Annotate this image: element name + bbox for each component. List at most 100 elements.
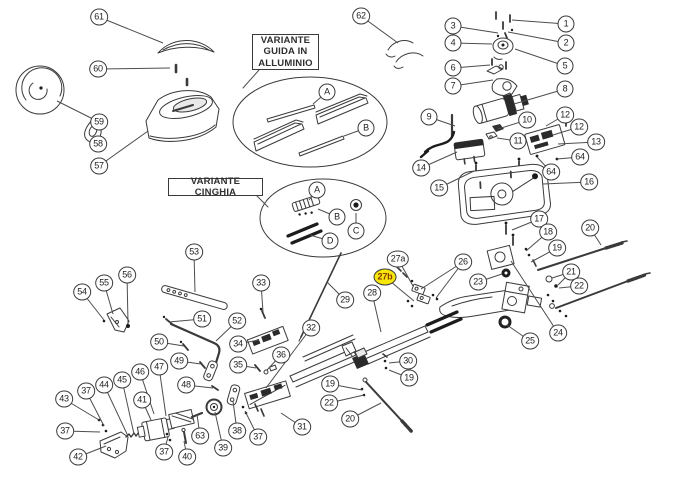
callout-23[interactable]: 23 [469, 273, 487, 291]
callout-26[interactable]: 26 [454, 253, 472, 271]
callout-64[interactable]: 64 [542, 163, 560, 181]
callout-3[interactable]: 3 [444, 17, 462, 35]
callout-45[interactable]: 45 [113, 371, 131, 389]
callout-37[interactable]: 37 [155, 443, 173, 461]
callout-20[interactable]: 20 [581, 219, 599, 237]
tension-rod-lower [555, 272, 651, 309]
callout-8[interactable]: 8 [556, 80, 574, 98]
guide-rail-right [361, 325, 431, 365]
callout-53[interactable]: 53 [185, 243, 203, 261]
callout-62[interactable]: 62 [352, 7, 370, 25]
belt-strips [425, 310, 463, 334]
callout-4[interactable]: 4 [444, 34, 462, 52]
callout-19[interactable]: 19 [400, 369, 418, 387]
callout-14[interactable]: 14 [412, 159, 430, 177]
callout-28[interactable]: 28 [363, 284, 381, 302]
clamp-parts [486, 58, 507, 75]
callout-50[interactable]: 50 [150, 333, 168, 351]
callout-9[interactable]: 9 [420, 108, 438, 126]
callout-29[interactable]: 29 [336, 291, 354, 309]
rod-washers [545, 275, 568, 318]
variant-letter-b: B [357, 119, 375, 137]
callout-43[interactable]: 43 [55, 390, 73, 408]
screw-cluster-top [495, 11, 514, 39]
callout-15[interactable]: 15 [430, 179, 448, 197]
callout-44[interactable]: 44 [95, 376, 113, 394]
cover-blade [157, 40, 215, 54]
callout-38[interactable]: 38 [228, 422, 246, 440]
callout-12[interactable]: 12 [570, 118, 588, 136]
callout-27a[interactable]: 27a [386, 250, 410, 268]
square-plate [486, 244, 515, 270]
callout-36[interactable]: 36 [272, 346, 290, 364]
callout-37[interactable]: 37 [56, 422, 74, 440]
callout-40[interactable]: 40 [178, 448, 196, 466]
callout-56[interactable]: 56 [118, 266, 136, 284]
callout-47[interactable]: 47 [150, 358, 168, 376]
callout-22[interactable]: 22 [570, 277, 588, 295]
callout-31[interactable]: 31 [293, 418, 311, 436]
callout-35[interactable]: 35 [229, 356, 247, 374]
tension-rod-front [362, 377, 414, 434]
callout-19[interactable]: 19 [321, 375, 339, 393]
strap-roll [15, 65, 65, 115]
callout-34[interactable]: 34 [229, 335, 247, 353]
callout-39[interactable]: 39 [214, 439, 232, 457]
belt-carriage [341, 341, 369, 369]
callout-52[interactable]: 52 [228, 312, 246, 330]
callout-18[interactable]: 18 [539, 223, 557, 241]
callout-49[interactable]: 49 [170, 352, 188, 370]
callout-17[interactable]: 17 [530, 210, 548, 228]
callout-41[interactable]: 41 [133, 391, 151, 409]
callout-37[interactable]: 37 [77, 382, 95, 400]
belt-lock-parts [396, 266, 439, 308]
callout-22[interactable]: 22 [320, 394, 338, 412]
callout-10[interactable]: 10 [518, 111, 536, 129]
callout-33[interactable]: 33 [252, 274, 270, 292]
callout-51[interactable]: 51 [193, 310, 211, 328]
callout-48[interactable]: 48 [177, 376, 195, 394]
variant-label-guida-alluminio: VARIANTE GUIDA IN ALLUMINIO [252, 34, 319, 70]
callout-30[interactable]: 30 [399, 352, 417, 370]
callout-12[interactable]: 12 [556, 106, 574, 124]
callout-57[interactable]: 57 [90, 157, 108, 175]
variant-cinghia-ellipse [259, 178, 387, 258]
label-leaders [242, 69, 269, 208]
callout-27b[interactable]: 27b [373, 268, 397, 286]
callout-61[interactable]: 61 [90, 8, 108, 26]
callout-24[interactable]: 24 [549, 324, 567, 342]
callout-64[interactable]: 64 [571, 148, 589, 166]
callout-7[interactable]: 7 [444, 77, 462, 95]
variant-letter-a: A [308, 181, 326, 199]
leader-lines [56, 15, 602, 458]
variant-letter-d: D [321, 232, 339, 250]
variant-letter-c: C [347, 222, 365, 240]
release-arm [439, 281, 543, 318]
wind-hooks [385, 40, 424, 69]
callout-42[interactable]: 42 [69, 448, 87, 466]
callout-16[interactable]: 16 [580, 173, 598, 191]
callout-32[interactable]: 32 [302, 319, 320, 337]
tension-rod-upper [537, 240, 628, 271]
callout-19[interactable]: 19 [548, 239, 566, 257]
callout-11[interactable]: 11 [509, 132, 527, 150]
callout-58[interactable]: 58 [89, 135, 107, 153]
callout-25[interactable]: 25 [521, 332, 539, 350]
callout-55[interactable]: 55 [95, 274, 113, 292]
variant-letter-b: B [328, 208, 346, 226]
callout-2[interactable]: 2 [557, 34, 575, 52]
callout-59[interactable]: 59 [90, 113, 108, 131]
callout-37[interactable]: 37 [249, 428, 267, 446]
callout-60[interactable]: 60 [89, 60, 107, 78]
callout-1[interactable]: 1 [557, 15, 575, 33]
callout-13[interactable]: 13 [587, 133, 605, 151]
callout-6[interactable]: 6 [444, 59, 462, 77]
callout-46[interactable]: 46 [131, 363, 149, 381]
callout-20[interactable]: 20 [341, 410, 359, 428]
callout-63[interactable]: 63 [191, 427, 209, 445]
callout-54[interactable]: 54 [73, 283, 91, 301]
callout-5[interactable]: 5 [556, 57, 574, 75]
transformer [453, 138, 486, 165]
